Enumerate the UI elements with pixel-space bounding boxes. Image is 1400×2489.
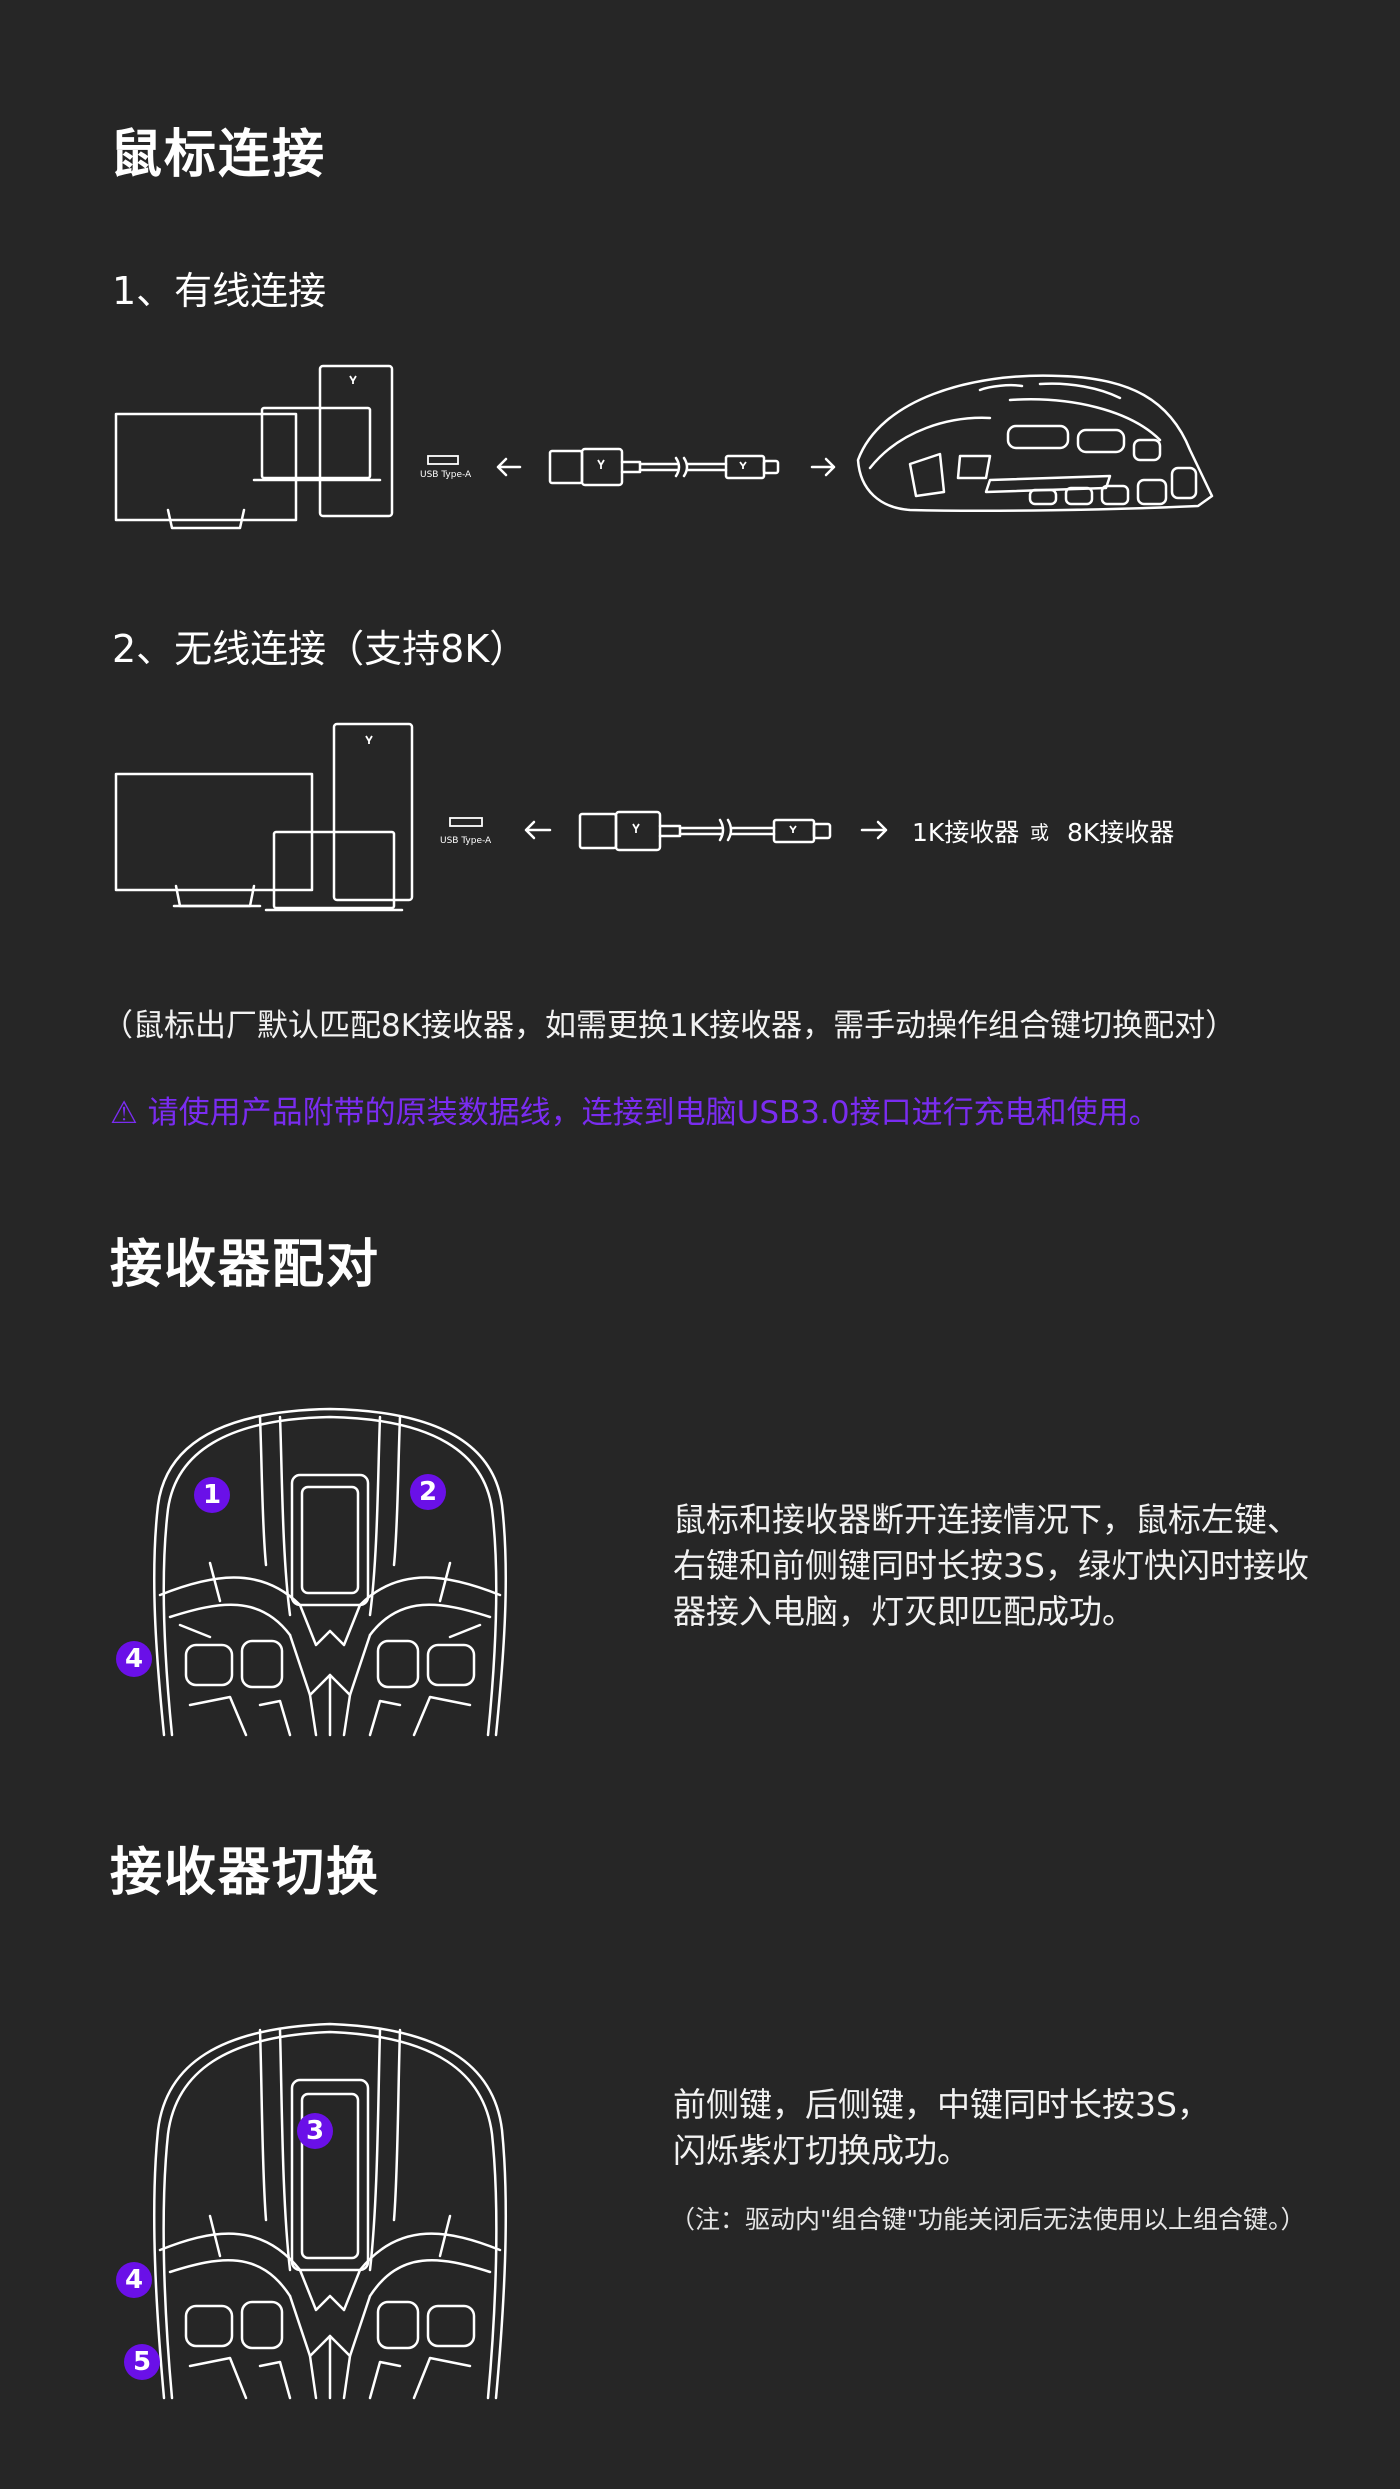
badge-4: 4 xyxy=(116,2262,152,2298)
computer-devices-icon xyxy=(114,364,394,530)
arrow-left-icon xyxy=(496,457,522,477)
switching-footnote: （注：驱动内"组合键"功能关闭后无法使用以上组合键。） xyxy=(670,2205,1306,2234)
usb-port-icon xyxy=(449,817,483,827)
mouse-top-icon xyxy=(152,2022,508,2400)
wired-heading: 1、有线连接 xyxy=(112,269,327,313)
mouse-top-view-switching xyxy=(152,2022,508,2400)
arrow-right-icon xyxy=(810,457,836,477)
section-title-switching: 接收器切换 xyxy=(110,1843,381,1903)
section-title-connection: 鼠标连接 xyxy=(110,125,327,185)
usb-cable-icon xyxy=(548,447,780,487)
mouse-top-view-pairing xyxy=(152,1407,508,1737)
badge-4: 4 xyxy=(116,1641,152,1677)
wired-port-label: USB Type-A xyxy=(420,470,472,480)
badge-3: 3 xyxy=(297,2113,333,2149)
mouse-top-icon xyxy=(152,1407,508,1737)
computer-devices-icon xyxy=(114,722,414,912)
wired-connection-diagram xyxy=(114,364,1214,530)
receiver-8k-label: 8K接收器 xyxy=(1067,818,1175,847)
default-receiver-note: （鼠标出厂默认匹配8K接收器，如需更换1K接收器，需手动操作组合键切换配对） xyxy=(102,1008,1237,1044)
usb-cable-icon xyxy=(578,810,832,852)
wireless-connection-diagram xyxy=(114,722,888,912)
badge-2: 2 xyxy=(410,1474,446,1510)
wireless-port-label: USB Type-A xyxy=(440,836,492,846)
usb-port-icon xyxy=(427,455,459,465)
or-label: 或 xyxy=(1030,822,1050,844)
receiver-1k-label: 1K接收器 xyxy=(912,818,1020,847)
pairing-description: 鼠标和接收器断开连接情况下，鼠标左键、右键和前侧键同时长按3S，绿灯快闪时接收器… xyxy=(673,1500,1309,1631)
arrow-left-icon xyxy=(524,820,552,840)
wireless-heading: 2、无线连接（支持8K） xyxy=(112,627,528,671)
arrow-right-icon xyxy=(860,820,888,840)
mouse-side-icon xyxy=(856,374,1214,513)
section-title-pairing: 接收器配对 xyxy=(110,1235,381,1295)
warning-text: ⚠ 请使用产品附带的原装数据线，连接到电脑USB3.0接口进行充电和使用。 xyxy=(110,1095,1160,1131)
badge-5: 5 xyxy=(124,2344,160,2380)
switching-description: 前侧键，后侧键，中键同时长按3S，闪烁紫灯切换成功。 xyxy=(673,2085,1210,2170)
badge-1: 1 xyxy=(194,1477,230,1513)
